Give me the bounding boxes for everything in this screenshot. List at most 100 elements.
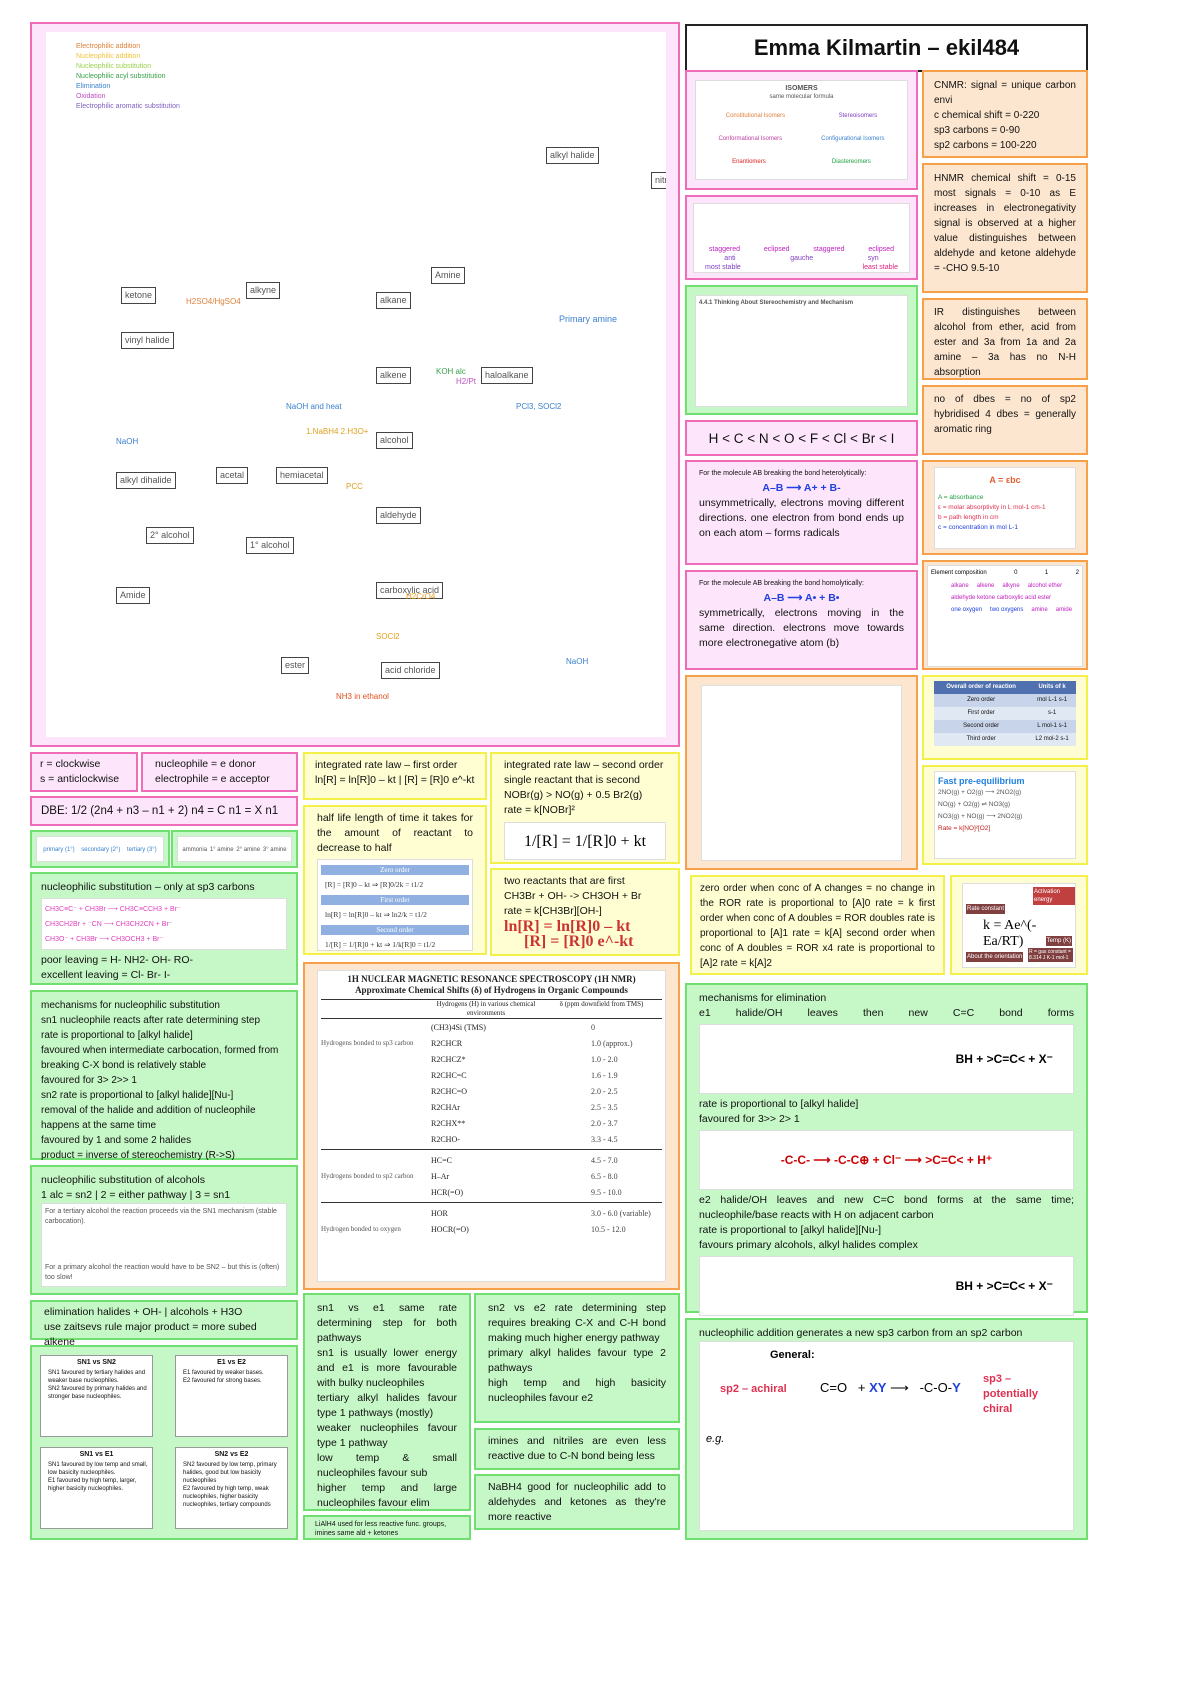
legend-item: Nucleophilic addition (76, 53, 141, 60)
comparison-item: SN1 favoured by low temp and small, low … (48, 1462, 148, 1476)
dbe-cell: alkene (976, 583, 995, 589)
map-node: alkene (376, 367, 411, 384)
second-order-line: single reactant that is second (504, 774, 640, 786)
alcohol-sub-rule: 1 alc = sn2 | 2 = either pathway | 3 = s… (41, 1189, 231, 1201)
half-life-header: Second order (321, 925, 469, 935)
cnmr-line: CNMR: signal = unique carbon envi (934, 80, 1076, 106)
mechanism-line: favoured for 3> 2>> 1 (41, 1075, 137, 1086)
homo-eq: A–B ⟶ A• + B• (763, 592, 840, 604)
comparison-item: E2 favoured by high temp, weak nucleophi… (183, 1486, 271, 1508)
cnmr-line: sp3 carbons = 0-90 (934, 125, 1020, 136)
hnmr-text: HNMR chemical shift = 0-15 most signals … (934, 173, 1076, 274)
nmr-group-cell: Hydrogens bonded to sp3 carbon (321, 1039, 414, 1047)
temp-label: Temp (K) (1045, 936, 1072, 946)
pre-eq-line: Rate = k[NO]²[O2] (938, 825, 991, 832)
electrophile-def: electrophile = e acceptor (155, 773, 270, 785)
nmr-shift-cell: 1.0 (approx.) (591, 1038, 633, 1048)
nmr-divider (321, 1149, 662, 1150)
nuc-sub-reactions-image: CH3C≡C⁻ + CH3Br ⟶ CH3C≡CCH3 + Br⁻CH3CH2B… (41, 898, 287, 950)
homo-text: symmetrically, electrons moving in the s… (699, 607, 904, 649)
map-node: alcohol (376, 432, 413, 449)
nmr-shift-cell: 9.5 - 10.0 (591, 1187, 622, 1197)
map-node: ketone (121, 287, 157, 304)
newman-label: staggered (813, 246, 845, 253)
comparison-item: E2 favoured for strong bases. (183, 1378, 262, 1384)
poor-leaving: poor leaving = H- NH2- OH- RO- (41, 954, 193, 966)
nmr-shift-cell: 10.5 - 12.0 (591, 1224, 626, 1234)
electronegativity-order: H < C < N < O < F < Cl < Br < I (708, 430, 895, 446)
dbe-cell: alkane (951, 583, 969, 589)
legend-item: Electrophilic aromatic substitution (76, 103, 180, 110)
map-reagent: H2SO4/HgSO4 (186, 297, 241, 306)
units-cell: First order (967, 710, 995, 716)
ir-text: IR distinguishes between alcohol from et… (934, 307, 1076, 378)
newman-label: staggered (708, 246, 741, 253)
nabh4-box: NaBH4 good for nucleophilic add to aldeh… (474, 1474, 680, 1530)
nmr-env-cell: HOCR(=O) (431, 1224, 469, 1234)
sn-mechanisms-box: mechanisms for nucleophilic substitution… (30, 990, 298, 1161)
amine2-label: 2° amine (236, 847, 261, 853)
mechanism-line: sn2 rate is proportional to [alkyl halid… (41, 1090, 234, 1101)
zero-order-box: zero order when conc of A changes = no c… (690, 875, 945, 975)
most-stable-label: most stable (705, 264, 741, 271)
e2-def: e2 halide/OH leaves and new C=C bond for… (699, 1194, 1074, 1221)
comparison-item: SN2 favoured by low temp, primary halide… (183, 1462, 277, 1484)
e1-def: e1 halide/OH leaves then new C=C bond fo… (699, 1007, 1074, 1019)
map-reagent: NH3 in ethanol (336, 692, 389, 701)
units-header: Units of k (1038, 684, 1066, 690)
nmr-env-cell: HCR(=O) (431, 1187, 464, 1197)
dbe-cell: amide (1055, 607, 1073, 613)
e1-mechanism-image: BH + >C=C< + X⁻ (699, 1024, 1074, 1094)
elimination-box: mechanisms for elimination e1 halide/OH … (685, 983, 1088, 1316)
map-node: haloalkane (481, 367, 533, 384)
half-life-eq: [R] = [R]0 – kt ⇒ [R]0/2k = t1/2 (325, 880, 424, 889)
nmr-row: R2CHX**2.0 - 3.7 (321, 1115, 662, 1131)
map-node: Primary amine (556, 312, 621, 327)
general-label: General: (770, 1349, 815, 1361)
e2-rate: rate is proportional to [alkyl halide][N… (699, 1224, 882, 1236)
nmr-divider (321, 1202, 662, 1203)
eg-label: e.g. (706, 1433, 725, 1445)
nmr-env-cell: HOR (431, 1208, 448, 1218)
first-order-eq: ln[R] = ln[R]0 – kt | [R] = [R]0 e^-kt (315, 774, 475, 786)
nuc-add-def: nucleophilic addition generates a new sp… (699, 1327, 1023, 1339)
sn2-e2-line: sn2 vs e2 rate determining step requires… (488, 1302, 666, 1344)
units-header: Overall order of reaction (946, 684, 1016, 690)
two-reactants-rate: rate = k[CH3Br][OH-] (504, 905, 602, 917)
nmr-shift-cell: 2.0 - 2.5 (591, 1086, 618, 1096)
nmr-title: 1H NUCLEAR MAGNETIC RESONANCE SPECTROSCO… (347, 974, 636, 984)
legend-item: Electrophilic addition (76, 43, 141, 50)
stereo-title: 4.4.1 Thinking About Stereochemistry and… (699, 300, 854, 306)
sn1-e1-box: sn1 vs e1 same rate determining step for… (303, 1293, 471, 1511)
heterolytic-box: For the molecule AB breaking the bond he… (685, 460, 918, 565)
order-definitions: zero order when conc of A changes = no c… (700, 883, 935, 969)
pre-eq-title: Fast pre-equilibrium (938, 776, 1025, 786)
map-node: acetal (216, 467, 249, 484)
map-node: 2° alcohol (146, 527, 194, 544)
half-life-def: half life length of time it takes for th… (317, 812, 473, 854)
ammonia-label: ammonia (182, 847, 208, 853)
alcohol-types-box: primary (1°)secondary (2°)tertiary (3°) (30, 830, 170, 868)
nabh4-note: NaBH4 good for nucleophilic add to aldeh… (488, 1481, 666, 1523)
nmr-env-cell: R2CHC=C (431, 1070, 467, 1080)
comparison-item: SN1 favoured by tertiary halides and wea… (48, 1370, 146, 1384)
alcohol-types-image: primary (1°)secondary (2°)tertiary (3°) (36, 836, 164, 862)
stereo-flowchart-image: 4.4.1 Thinking About Stereochemistry and… (695, 295, 908, 407)
lialh4-note: LiAlH4 used for less reactive func. grou… (315, 1521, 447, 1537)
